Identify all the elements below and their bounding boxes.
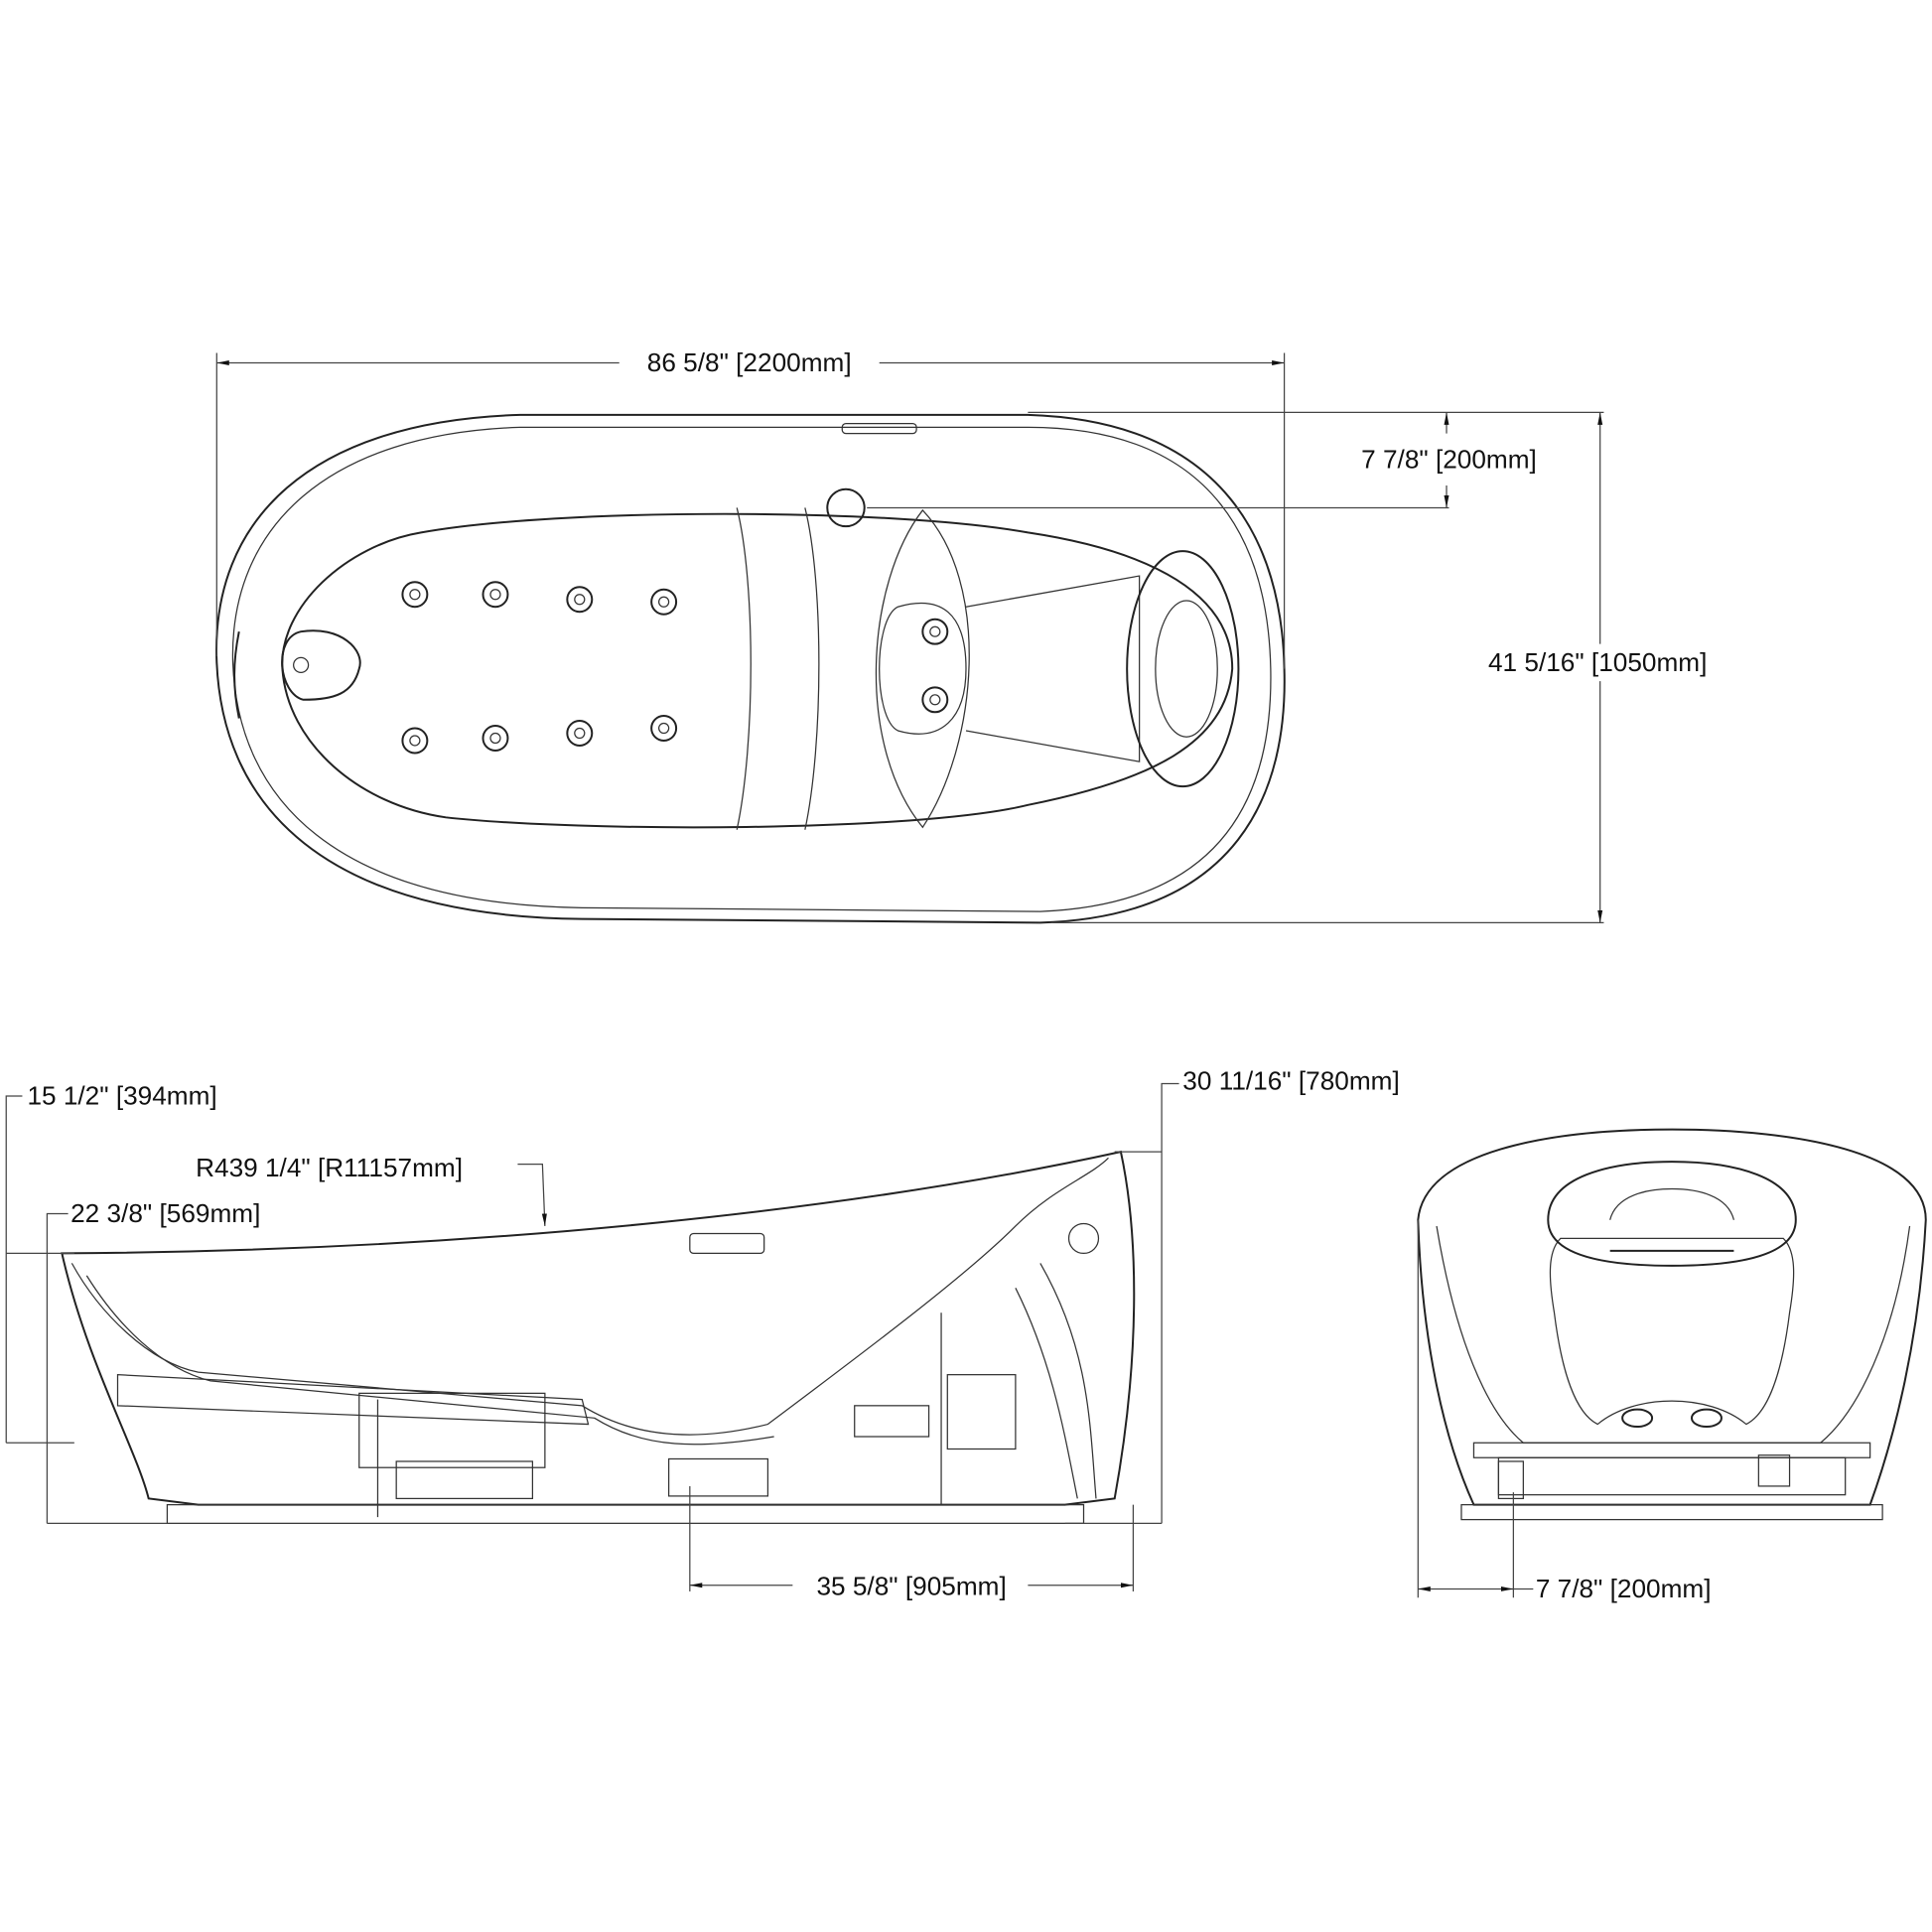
- dim-height-low-end: 15 1/2" [394mm]: [27, 1081, 216, 1111]
- end-view: 7 7/8" [200mm]: [1417, 1128, 1927, 1603]
- side-view: 15 1/2" [394mm] 22 3/8" [569mm] R439 1/4…: [5, 1066, 1400, 1601]
- top-view: 86 5/8" [2200mm] 7 7/8" [200mm] 41 5/16"…: [215, 347, 1707, 924]
- jets: [401, 581, 678, 755]
- dim-drain-offset-end: 7 7/8" [200mm]: [1536, 1574, 1712, 1603]
- dim-overall-width: 41 5/16" [1050mm]: [1488, 647, 1707, 677]
- dim-height-high-end: 30 11/16" [780mm]: [1182, 1066, 1399, 1096]
- dim-drain-to-end: 35 5/8" [905mm]: [816, 1572, 1006, 1601]
- dim-drain-offset-top: 7 7/8" [200mm]: [1361, 445, 1537, 475]
- dim-rim-radius: R439 1/4" [R11157mm]: [196, 1153, 463, 1182]
- dim-overall-length: 86 5/8" [2200mm]: [647, 347, 852, 377]
- dim-height-mid: 22 3/8" [569mm]: [70, 1198, 260, 1228]
